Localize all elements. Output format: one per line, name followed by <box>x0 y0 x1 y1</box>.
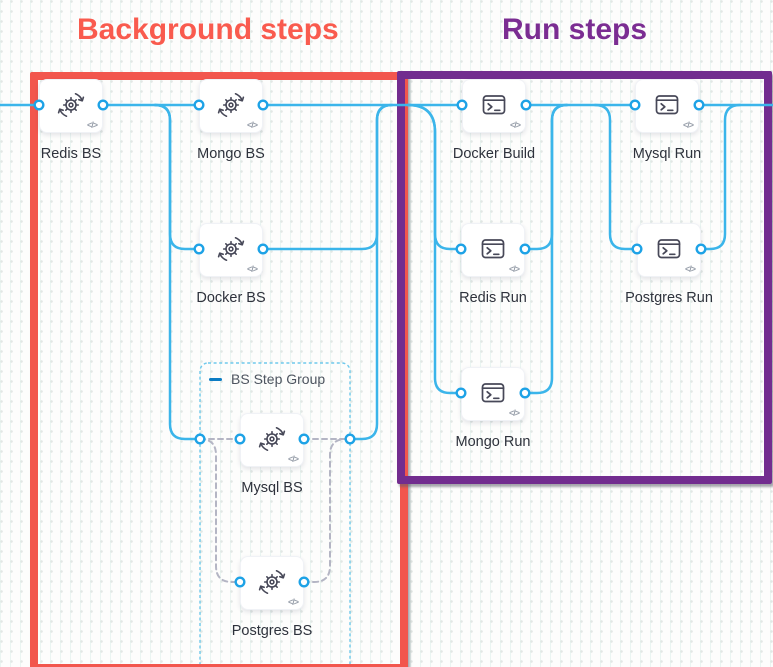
step-node-docker-build[interactable]: </> <box>462 79 526 133</box>
step-group-header[interactable]: BS Step Group <box>209 371 325 387</box>
step-label: Mongo BS <box>197 146 265 162</box>
step-label: Mysql Run <box>632 146 702 162</box>
step-label: Docker BS <box>196 290 266 306</box>
background-steps-title: Background steps <box>77 13 339 46</box>
step-label: Docker Build <box>452 146 536 162</box>
code-snippet-icon: </> <box>684 264 696 274</box>
run-step-icon <box>478 234 508 264</box>
code-snippet-icon: </> <box>508 264 520 274</box>
step-label: Redis Run <box>459 290 527 306</box>
code-snippet-icon: </> <box>508 408 520 418</box>
run-step-icon <box>478 378 508 408</box>
step-node-mongo-bs[interactable]: </> <box>199 79 263 133</box>
step-node-redis-bs[interactable]: </> <box>39 79 103 133</box>
background-step-icon <box>257 424 287 454</box>
step-node-postgres-bs[interactable]: </> <box>240 556 304 610</box>
run-step-icon <box>654 234 684 264</box>
code-snippet-icon: </> <box>287 454 299 464</box>
code-snippet-icon: </> <box>509 120 521 130</box>
step-node-mysql-run[interactable]: </> <box>635 79 699 133</box>
code-snippet-icon: </> <box>682 120 694 130</box>
step-node-docker-bs[interactable]: </> <box>199 223 263 277</box>
step-label: Postgres Run <box>625 290 713 306</box>
step-group-label: BS Step Group <box>231 371 326 387</box>
step-label: Mongo Run <box>455 434 531 450</box>
run-step-icon <box>652 90 682 120</box>
background-step-icon <box>257 567 287 597</box>
background-step-icon <box>216 90 246 120</box>
step-label: Postgres BS <box>231 623 313 639</box>
run-steps-title: Run steps <box>502 13 648 46</box>
step-node-postgres-run[interactable]: </> <box>637 223 701 277</box>
step-node-mysql-bs[interactable]: </> <box>240 413 304 467</box>
run-step-icon <box>479 90 509 120</box>
step-label: Redis BS <box>40 146 102 162</box>
background-step-icon <box>216 234 246 264</box>
code-snippet-icon: </> <box>86 120 98 130</box>
step-node-mongo-run[interactable]: </> <box>461 367 525 421</box>
code-snippet-icon: </> <box>246 120 258 130</box>
code-snippet-icon: </> <box>287 597 299 607</box>
code-snippet-icon: </> <box>246 264 258 274</box>
background-step-icon <box>56 90 86 120</box>
step-node-redis-run[interactable]: </> <box>461 223 525 277</box>
step-label: Mysql BS <box>241 480 303 496</box>
run-steps-box <box>397 71 772 484</box>
collapse-icon[interactable] <box>209 377 222 381</box>
